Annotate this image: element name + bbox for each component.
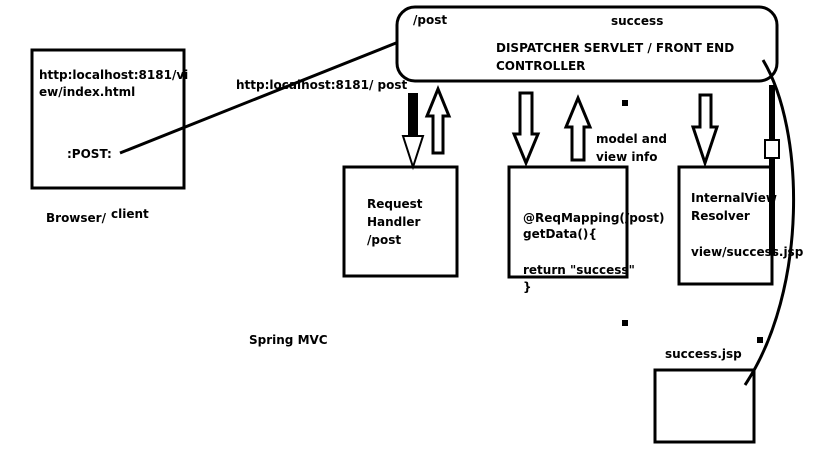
controller-up-arrow: [563, 94, 593, 162]
resolver-line2: Resolver: [691, 209, 750, 223]
browser-caption-a: Browser/: [46, 211, 106, 225]
handler-up-arrow: [424, 85, 452, 155]
dot-2: [622, 320, 628, 326]
dispatcher-success-label: success: [611, 14, 664, 28]
controller-down-arrow: [511, 91, 541, 167]
dispatcher-box: [395, 5, 779, 83]
request-line: [119, 41, 397, 155]
spring-mvc-label: Spring MVC: [249, 333, 328, 347]
request-handler-box: [342, 165, 459, 278]
browser-box: [30, 48, 186, 190]
view-resolver-box: [677, 165, 774, 286]
controller-line2: getData(){: [523, 227, 597, 241]
browser-post-label: :POST:: [67, 147, 112, 161]
handler-line2: Handler: [367, 215, 421, 229]
model-info-line2: view info: [596, 150, 658, 164]
dot-3: [757, 337, 763, 343]
resolver-line3: view/success.jsp: [691, 245, 804, 259]
dot-1: [622, 100, 628, 106]
model-info-line1: model and: [596, 132, 667, 146]
dispatcher-post-label: /post: [413, 13, 448, 27]
dispatcher-title-line1: DISPATCHER SERVLET / FRONT END: [496, 41, 735, 55]
browser-caption-b: client: [111, 207, 149, 221]
controller-box: [507, 165, 629, 279]
request-url-label: http:localhost:8181/ post: [236, 78, 408, 92]
success-jsp-box: [653, 368, 756, 444]
handler-line1: Request: [367, 197, 423, 211]
controller-line3: return "success": [523, 263, 635, 277]
controller-line1: @ReqMapping(/post): [523, 211, 665, 225]
browser-url-line2: ew/index.html: [39, 85, 136, 99]
dispatch-down-arrow: [401, 93, 425, 171]
response-curve: [743, 59, 796, 386]
resolver-return-arrow: [764, 139, 780, 159]
controller-line4: }: [523, 280, 532, 294]
browser-url-line1: http:localhost:8181/vi: [39, 68, 189, 82]
resolver-down-arrow: [690, 93, 720, 168]
success-jsp-label: success.jsp: [665, 347, 742, 361]
resolver-line1: InternalView: [691, 191, 777, 205]
dispatcher-title-line2: CONTROLLER: [496, 59, 586, 73]
handler-line3: /post: [367, 233, 402, 247]
